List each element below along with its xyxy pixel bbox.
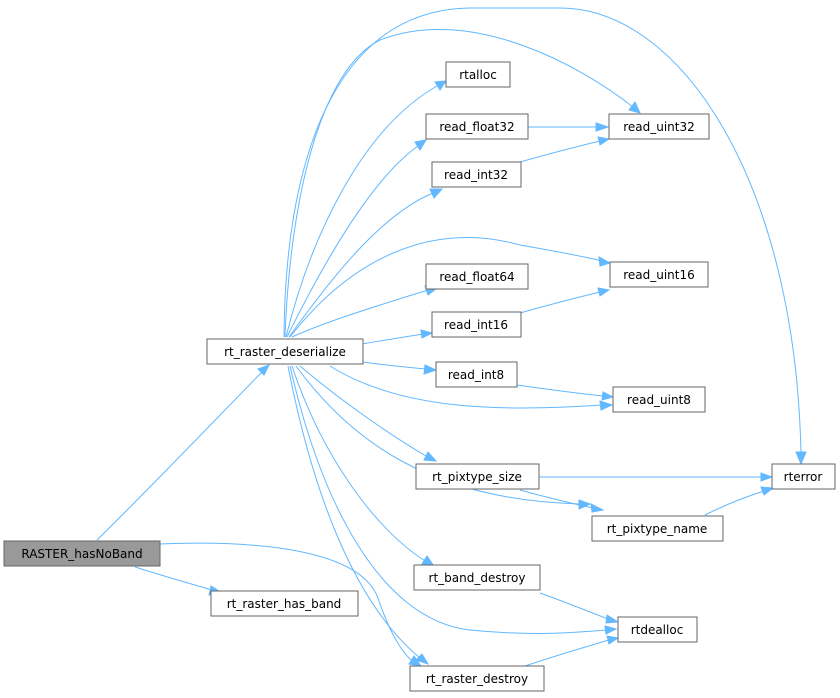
node-read-int32[interactable]: read_int32 (431, 161, 522, 188)
node-rt-pixtype-size[interactable]: rt_pixtype_size (415, 463, 540, 490)
node-label: read_uint8 (627, 393, 691, 407)
edge-raster-hasnoband-to-rt-raster-deserialize (96, 364, 271, 541)
node-label: RASTER_hasNoBand (21, 547, 142, 561)
node-rt-band-destroy[interactable]: rt_band_destroy (413, 564, 541, 591)
node-rtalloc[interactable]: rtalloc (445, 61, 511, 88)
edge-read-int8-to-read-uint8 (516, 384, 615, 401)
edge-rt-raster-deserialize-to-read-uint8 (329, 365, 614, 411)
edge-rt-raster-deserialize-to-read-uint32 (284, 29, 641, 338)
node-label: read_float32 (439, 120, 514, 134)
node-label: rt_pixtype_name (607, 522, 708, 536)
node-label: read_int32 (444, 168, 508, 182)
node-rtdealloc[interactable]: rtdealloc (617, 616, 698, 643)
edge-read-int16-to-read-uint16 (519, 287, 611, 314)
edge-rt-raster-deserialize-to-rterror (283, 7, 807, 466)
edge-rt-raster-deserialize-to-rt-band-destroy (291, 365, 436, 567)
node-label: rt_pixtype_size (432, 470, 522, 484)
edge-rt-raster-deserialize-to-read-int32 (288, 188, 444, 338)
node-read-float64[interactable]: read_float64 (425, 263, 529, 290)
edge-rt-pixtype-name-to-rterror (704, 486, 775, 516)
node-raster-hasnoband[interactable]: RASTER_hasNoBand (3, 540, 161, 567)
edge-rt-raster-deserialize-to-rtalloc (285, 80, 447, 338)
edge-rt-raster-deserialize-to-rt-pixtype-size (299, 365, 438, 462)
edge-rt-band-destroy-to-rtdealloc (539, 592, 620, 624)
edge-rt-raster-deserialize-to-read-uint16 (289, 237, 612, 338)
nodes: RASTER_hasNoBand rt_raster_deserialize r… (3, 61, 836, 692)
node-label: read_int8 (448, 368, 504, 382)
node-read-uint8[interactable]: read_uint8 (612, 386, 706, 413)
edge-read-float32-to-read-uint32 (528, 122, 610, 132)
node-label: rt_raster_has_band (227, 597, 342, 611)
edge-raster-hasnoband-to-rt-raster-has-band (134, 566, 224, 596)
node-read-int16[interactable]: read_int16 (431, 311, 522, 338)
node-label: read_float64 (439, 270, 514, 284)
node-label: read_uint16 (623, 268, 695, 282)
node-rt-raster-destroy[interactable]: rt_raster_destroy (409, 665, 545, 692)
node-read-float32[interactable]: read_float32 (425, 113, 529, 140)
edge-rt-raster-deserialize-to-read-float32 (286, 139, 427, 338)
edges (96, 7, 807, 667)
edge-rt-raster-deserialize-to-rt-raster-destroy (287, 365, 430, 665)
node-label: read_uint32 (623, 120, 695, 134)
edge-rt-raster-deserialize-to-read-int8 (361, 361, 438, 375)
node-label: rt_band_destroy (429, 571, 526, 585)
edge-rt-raster-deserialize-to-rtdealloc (289, 365, 618, 635)
node-label: rtdealloc (631, 623, 684, 637)
edge-rt-raster-destroy-to-rtdealloc (524, 635, 620, 667)
edge-rt-raster-deserialize-to-read-int16 (361, 329, 434, 345)
edge-rt-pixtype-size-to-rterror (539, 472, 774, 482)
node-read-int8[interactable]: read_int8 (435, 361, 518, 388)
node-rterror[interactable]: rterror (771, 463, 836, 490)
node-label: rterror (784, 470, 823, 484)
edge-read-int32-to-read-uint32 (519, 136, 611, 163)
node-read-uint32[interactable]: read_uint32 (608, 113, 710, 140)
node-label: rt_raster_deserialize (224, 345, 346, 359)
node-rt-raster-has-band[interactable]: rt_raster_has_band (210, 590, 359, 617)
edge-rt-raster-deserialize-to-read-float64 (291, 285, 439, 338)
edge-rt-pixtype-size-to-rt-pixtype-name (519, 489, 605, 513)
node-read-uint16[interactable]: read_uint16 (609, 261, 709, 288)
node-label: rtalloc (459, 68, 497, 82)
node-label: read_int16 (444, 318, 508, 332)
node-rt-pixtype-name[interactable]: rt_pixtype_name (591, 515, 724, 542)
node-label: rt_raster_destroy (426, 672, 528, 686)
node-rt-raster-deserialize[interactable]: rt_raster_deserialize (206, 338, 364, 365)
